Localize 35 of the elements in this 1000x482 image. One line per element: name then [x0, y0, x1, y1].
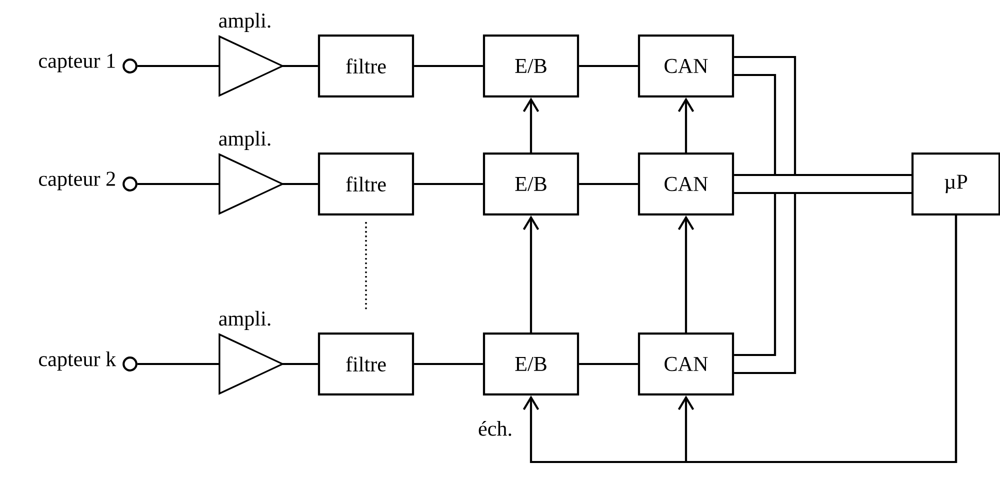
connector-line — [137, 362, 220, 366]
block-box: filtre — [318, 34, 414, 98]
arrow — [678, 215, 694, 333]
block-box: µP — [911, 152, 1000, 216]
block-box: E/B — [482, 34, 580, 98]
block-box: CAN — [638, 152, 734, 216]
block-box: CAN — [638, 34, 734, 98]
edge-label: éch. — [476, 420, 514, 438]
connector-line — [579, 182, 638, 186]
block-box: E/B — [482, 332, 580, 396]
connector-line — [579, 362, 638, 366]
arrow — [522, 215, 540, 333]
connector-line — [282, 362, 318, 366]
node-label: ampli. — [219, 130, 270, 150]
arrow — [522, 97, 540, 153]
node-label: ampli. — [219, 310, 270, 330]
sensor-label: capteur k — [39, 351, 116, 371]
connector-line — [414, 182, 483, 186]
connector-line — [137, 64, 220, 68]
connector-line — [734, 174, 912, 176]
block-box: E/B — [482, 152, 580, 216]
connector-line — [282, 182, 318, 186]
connector-line — [137, 182, 220, 186]
connector-line — [414, 362, 483, 366]
arrow — [678, 215, 958, 464]
connector-line — [579, 64, 638, 68]
connector-line — [414, 64, 483, 68]
sensor-label: capteur 2 — [39, 172, 115, 190]
arrow — [678, 97, 694, 153]
block-box: CAN — [638, 332, 734, 396]
sensor-label: capteur 1 — [39, 54, 115, 72]
node-label: ampli. — [219, 12, 270, 32]
block-box: filtre — [318, 332, 414, 396]
block-box: filtre — [318, 152, 414, 216]
connector-line — [282, 64, 318, 68]
